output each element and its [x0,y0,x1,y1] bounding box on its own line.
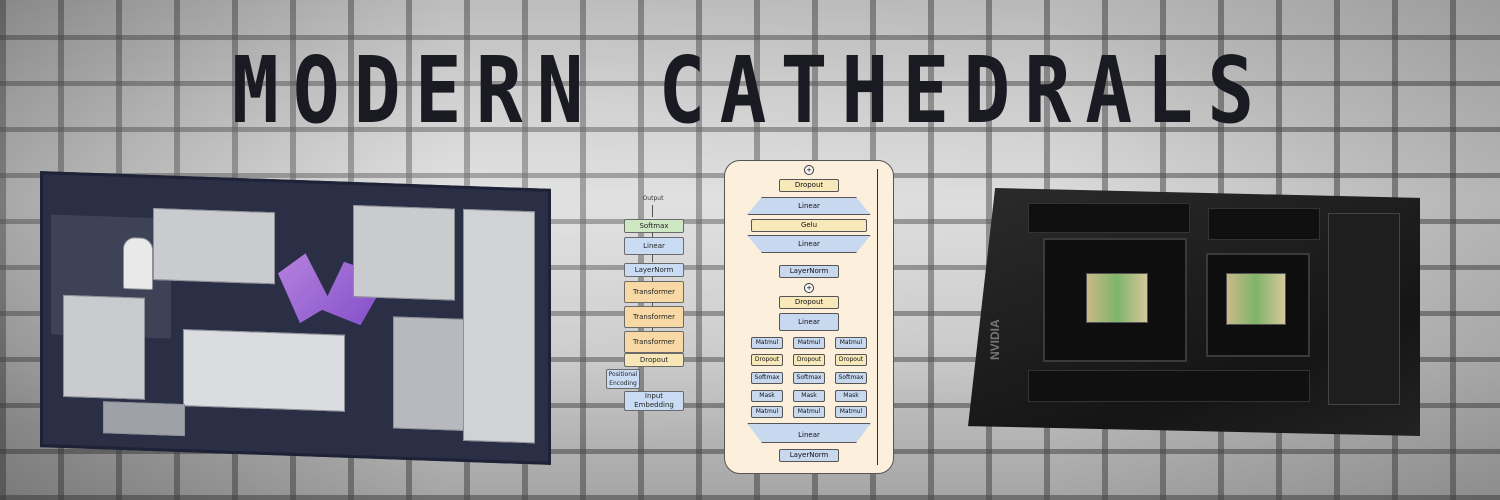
diagram-box: Dropout [779,179,839,192]
diagram-box: Linear [779,313,839,331]
diagram-box: Linear [747,423,871,443]
diagram-box: Softmax [751,372,783,384]
diagram-box: Transformer Block [624,281,684,316]
diagram-box: Matmul [751,406,783,418]
diagram-box: Dropout [793,354,825,366]
power-components [1328,213,1400,405]
diagram-box: Softmax [624,219,684,233]
add-node: + [804,165,814,175]
cpu-die [1226,273,1286,325]
diagram-box: Linear [624,237,684,255]
diagram-box: LayerNorm [779,265,839,278]
small-transformer-diagram: Output Softmax Linear LayerNorm Transfor… [606,195,698,415]
cpu-package [1206,253,1310,357]
large-transformer-diagram: + Dropout Linear Gelu Linear LayerNorm +… [724,160,894,474]
diagram-box: Dropout [624,353,684,367]
diagram-box: Input Embedding [624,391,684,411]
machine-module [63,294,145,400]
diagram-box: Dropout [779,296,839,309]
diagram-box: Softmax [835,372,867,384]
diagram-box: Mask [835,390,867,402]
diagram-box: Matmul [835,337,867,349]
page-title: MODERN CATHEDRALS [231,38,1269,145]
connector [652,254,653,262]
diagram-box: Dropout [835,354,867,366]
residual-connector [877,169,878,465]
add-node: + [804,283,814,293]
memory-bank [1208,208,1320,240]
diagram-box: Gelu [751,219,867,232]
diagram-box: Matmul [835,406,867,418]
gpu-board-image [968,188,1420,436]
connector [652,276,653,282]
machine-figure [123,236,153,291]
diagram-box: Dropout [751,354,783,366]
diagram-box: LayerNorm [779,449,839,462]
diagram-box: Matmul [793,406,825,418]
diagram-box: Matmul [793,337,825,349]
memory-bank [1028,370,1310,402]
gpu-die [1086,273,1148,323]
diagram-box: Transformer Block [624,306,684,341]
diagram-box: LayerNorm [624,263,684,277]
machine-module [463,208,535,444]
machine-module [103,401,185,437]
diagram-box: Linear [747,197,871,215]
diagram-box: Mask [793,390,825,402]
diagram-box: Positional Encoding [606,369,640,389]
connector [652,302,653,307]
machine-module [353,205,455,301]
lithography-machine-image [40,171,551,465]
connector [652,205,653,217]
diagram-box: Softmax [793,372,825,384]
connector [652,327,653,332]
machine-base [183,329,345,412]
nvidia-logo: NVIDIA [988,319,1002,360]
diagram-box: Transformer Block [624,331,684,366]
connector [652,232,653,238]
diagram-box: Mask [751,390,783,402]
machine-module [153,208,275,285]
diagram-label: Output [642,195,664,202]
diagram-box: Linear [747,235,871,253]
diagram-box: Matmul [751,337,783,349]
memory-bank [1028,203,1190,233]
